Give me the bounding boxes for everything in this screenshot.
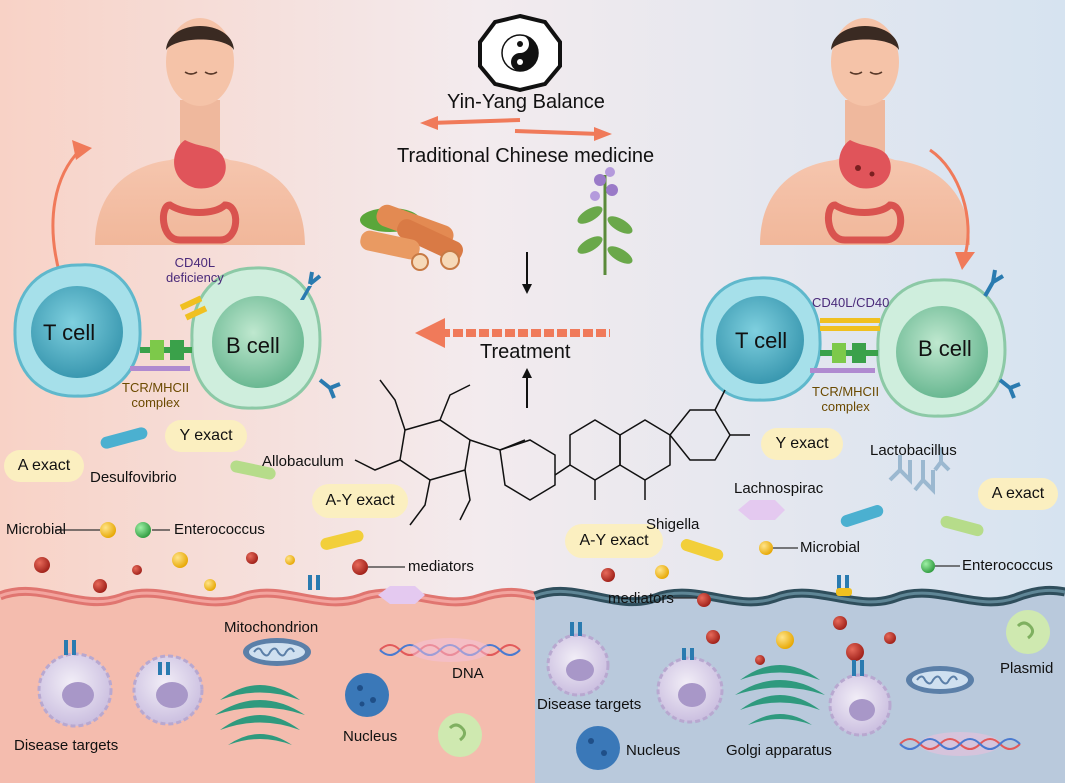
enterococcus-right-label: Enterococcus (962, 557, 1053, 574)
nucleus-right-label: Nucleus (626, 742, 681, 759)
microbial-left-label: Microbial (6, 521, 67, 538)
dna-icon-right (899, 732, 1021, 756)
cd40l-cd40-label: CD40L/CD40 (812, 295, 890, 310)
t-cell-left (13, 263, 142, 398)
treatment-arrow-icon (415, 318, 610, 348)
mediators-balls-right (601, 541, 935, 665)
mediators-right-label: mediators (608, 590, 674, 607)
microbial-right-label: Microbial (800, 539, 861, 556)
ay-exact-left-pill: A-Y exact (312, 484, 408, 518)
mitochondrion-label: Mitochondrion (224, 619, 319, 636)
plasmid-icon-right (1006, 610, 1050, 654)
plasmid-icon-left (438, 713, 482, 757)
disease-targets-right-label: Disease targets (537, 696, 642, 713)
t-cell-left-label: T cell (43, 320, 96, 345)
tcr-mhcii-right-label: TCR/MHCII complex (812, 384, 880, 414)
t-cell-right-label: T cell (735, 328, 788, 353)
dna-icon-left (379, 638, 521, 662)
a-exact-right-pill: A exact (978, 478, 1058, 510)
bacteria-left (100, 427, 425, 604)
bacteria-right (680, 447, 984, 561)
shigella-label: Shigella (646, 516, 700, 533)
mediators-left-label: mediators (408, 558, 474, 575)
lactobacillus-label: Lactobacillus (870, 442, 957, 459)
b-cell-left (190, 266, 322, 410)
nucleus-icon-left (345, 673, 389, 717)
human-left (95, 18, 305, 245)
disease-targets-left-label: Disease targets (14, 737, 119, 754)
mediators-balls-left (34, 522, 368, 593)
tcm-label: Traditional Chinese medicine (397, 145, 655, 167)
golgi-icon-right (735, 665, 825, 725)
ay-exact-right-pill: A-Y exact (565, 524, 663, 558)
y-exact-left-pill: Y exact (165, 420, 247, 452)
treatment-label: Treatment (480, 341, 571, 363)
nucleus-icon-right (576, 726, 620, 770)
disease-target-cells-right (546, 622, 892, 737)
lachnospirac-label: Lachnospirac (734, 480, 824, 497)
flavonoid-structure-icon (554, 389, 750, 500)
herb-plant-icon (577, 167, 633, 275)
nucleus-left-label: Nucleus (343, 728, 398, 745)
y-exact-right-pill: Y exact (761, 428, 843, 460)
yin-yang-balance-label: Yin-Yang Balance (447, 91, 605, 113)
golgi-apparatus-label: Golgi apparatus (726, 742, 832, 759)
glycoside-structure-icon (354, 379, 556, 526)
golgi-icon-left (215, 685, 305, 745)
enterococcus-left-label: Enterococcus (174, 521, 265, 538)
b-cell-right (876, 278, 1007, 418)
bagua-icon (478, 13, 562, 93)
plasmid-label: Plasmid (1000, 660, 1054, 677)
arrow-left-up-icon (72, 140, 92, 160)
desulfovibrio-label: Desulfovibrio (90, 469, 177, 486)
allobaculum-label: Allobaculum (262, 453, 344, 470)
dna-label: DNA (452, 665, 484, 682)
cd40l-deficiency-label: CD40L deficiency (166, 255, 224, 285)
b-cell-left-label: B cell (226, 333, 280, 358)
arrow-right-down-icon (955, 252, 975, 270)
b-cell-right-label: B cell (918, 336, 972, 361)
a-exact-left-pill: A exact (4, 450, 84, 482)
ginseng-root-icon (360, 204, 463, 271)
mitochondrion-icon-right (906, 666, 974, 694)
disease-target-cells-left (37, 640, 204, 728)
mitochondrion-icon-left (243, 638, 311, 666)
human-right (760, 18, 970, 245)
t-cell-right (700, 276, 822, 402)
tcr-mhcii-left-label: TCR/MHCII complex (122, 380, 190, 410)
